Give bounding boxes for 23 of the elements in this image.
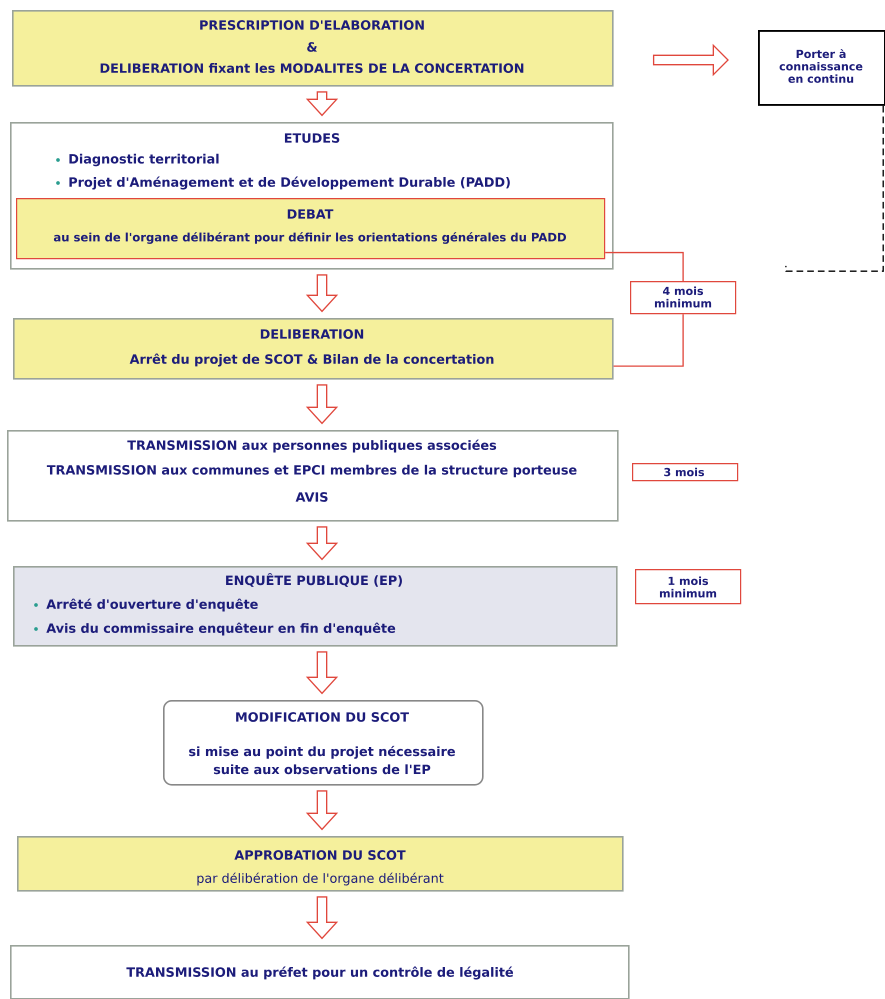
note-box: Porter à connaissance en continu bbox=[758, 30, 885, 106]
process-box: PRESCRIPTION D'ELABORATION & DELIBERATION fixant les MODALITES DE LA CONCERTATION bbox=[12, 10, 614, 87]
block-arrow bbox=[306, 790, 338, 830]
process-box: TRANSMISSION au préfet pour un contrôle de légalité bbox=[10, 945, 630, 999]
dashed-line bbox=[785, 106, 884, 272]
bracket-line bbox=[614, 314, 684, 367]
debate-box: DEBAT au sein de l'organe délibérant pour définir les orientations générales du PADD bbox=[16, 198, 606, 260]
block-arrow bbox=[306, 91, 338, 116]
duration-box: 1 mois minimum bbox=[635, 569, 742, 604]
bracket-line bbox=[605, 252, 684, 281]
block-arrow bbox=[306, 274, 338, 312]
block-arrow bbox=[306, 384, 338, 424]
duration-box: 4 mois minimum bbox=[630, 281, 736, 314]
process-box: TRANSMISSION aux personnes publiques associées TRANSMISSION aux communes et EPCI membres de la structure porteuse AVIS bbox=[7, 430, 619, 522]
block-arrow bbox=[306, 896, 338, 940]
block-arrow bbox=[306, 651, 338, 694]
process-box: APPROBATION DU SCOT par délibération de l'organe délibérant bbox=[17, 836, 624, 892]
process-box: MODIFICATION DU SCOT si mise au point du projet nécessaire suite aux observations de l'EP bbox=[163, 700, 484, 786]
duration-box: 3 mois bbox=[632, 463, 738, 482]
block-arrow bbox=[306, 526, 338, 560]
process-box: ENQUÊTE PUBLIQUE (EP) Arrêté d'ouverture d'enquête Avis du commissaire enquêteur en fin d'enquête bbox=[13, 566, 618, 647]
block-arrow bbox=[652, 44, 729, 76]
process-box: DELIBERATION Arrêt du projet de SCOT & Bilan de la concertation bbox=[13, 318, 614, 380]
